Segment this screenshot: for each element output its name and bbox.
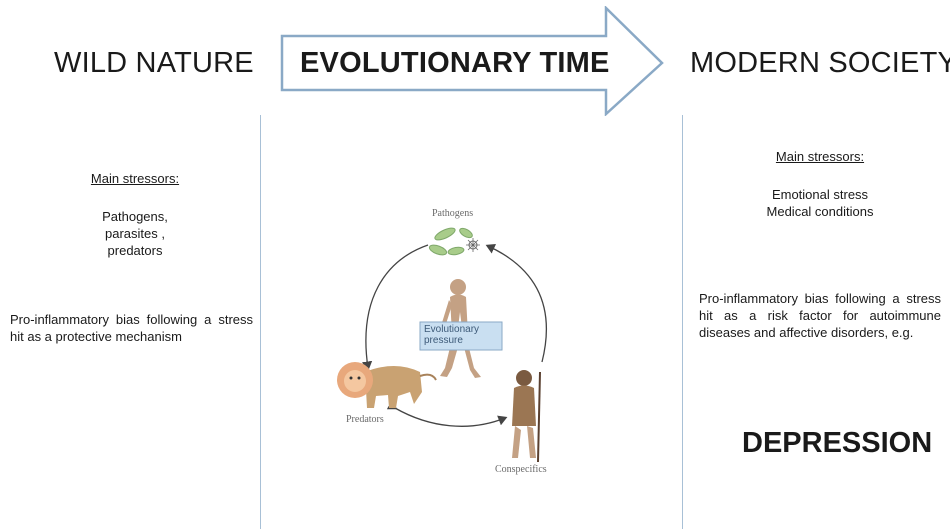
modern-society-heading: MODERN SOCIETY [690,47,950,79]
predators-label: Predators [346,414,384,425]
cycle-arrow-pathogens-to-predators [361,244,429,371]
left-stressor-item: predators [107,243,163,258]
pathogens-illustration [428,227,480,256]
right-bias-text: Pro-inflammatory bias following a stress… [699,291,941,340]
left-divider [260,115,261,529]
wild-nature-heading: WILD NATURE [54,47,254,79]
left-bias-text: Pro-inflammatory bias following a stress… [10,312,253,344]
cycle-arrow-conspecifics-to-pathogens [485,244,548,363]
cycle-arrow-predators-to-conspecifics [386,400,508,427]
right-divider [682,115,683,529]
lion-illustration [337,362,437,408]
right-stressors-list: Emotional stress Medical conditions [735,186,905,220]
conspecific-illustration [512,370,541,463]
evolutionary-pressure-label: Evolutionary pressure [420,324,502,346]
left-stressors-title: Main stressors: [90,171,180,186]
left-stressor-item: parasites , [105,226,165,241]
pathogens-label: Pathogens [432,208,474,219]
evolutionary-pressure-label-line1: Evolutionary [424,324,480,335]
right-stressors-title: Main stressors: [775,149,865,164]
conspecifics-label: Conspecifics [495,464,547,475]
right-stressor-item: Medical conditions [766,204,874,219]
evolutionary-time-arrow [280,6,664,116]
depression-emphasis: DEPRESSION [742,427,933,459]
right-stressor-item: Emotional stress [771,187,869,202]
evolutionary-time-heading: EVOLUTIONARY TIME [300,47,610,79]
left-stressors-list: Pathogens, parasites , predators [60,208,210,259]
evolutionary-pressure-box [419,321,503,351]
evolutionary-pressure-label-line2: pressure [424,335,463,346]
left-stressor-item: Pathogens, [102,209,168,224]
